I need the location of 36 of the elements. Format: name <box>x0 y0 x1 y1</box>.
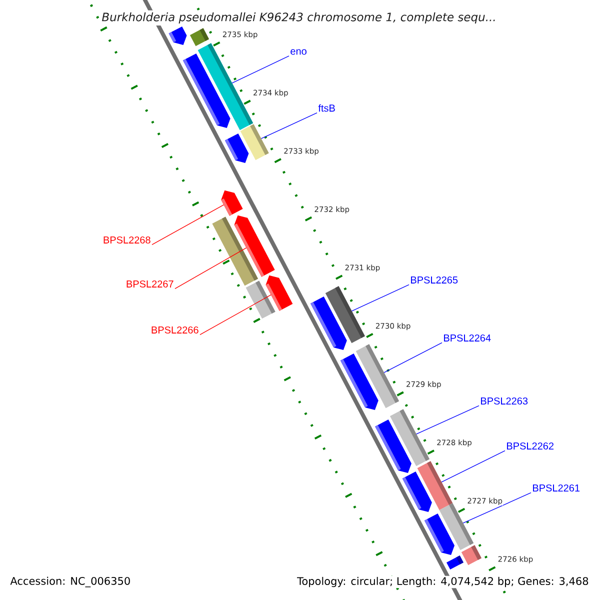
gene-feature <box>402 471 432 512</box>
gene-label: BPSL2261 <box>533 484 580 492</box>
gene-feature <box>375 419 412 473</box>
leader-line <box>260 112 318 139</box>
gene-label: BPSL2268 <box>104 236 150 244</box>
gene-label: BPSL2267 <box>126 280 174 288</box>
gene-feature <box>310 296 347 350</box>
gene-label: BPSL2263 <box>481 397 528 405</box>
leader-line <box>200 294 272 336</box>
gene-feature <box>424 513 455 555</box>
gene-feature <box>190 28 209 46</box>
leader-line <box>462 492 532 524</box>
leader-line <box>384 342 442 373</box>
sequence-info-text: Topology: circular; Length: 4,074,542 bp; Genes: 3,468 <box>296 576 590 588</box>
gene-label: BPSL2266 <box>152 326 198 334</box>
leader-line <box>416 405 480 434</box>
gene-feature <box>182 53 230 128</box>
gene-label: ftsB <box>318 104 335 112</box>
gene-feature <box>212 216 258 286</box>
gene-feature <box>446 555 464 570</box>
leader-line <box>351 284 410 312</box>
title: Burkholderia pseudomallei K96243 chromosome 1, complete sequ... <box>100 10 498 26</box>
gene-label: eno <box>290 49 306 55</box>
gene-feature <box>246 280 276 319</box>
leader-line <box>152 204 224 246</box>
gene-feature <box>168 26 187 45</box>
gene-label: BPSL2265 <box>411 276 458 284</box>
gene-feature <box>461 545 482 566</box>
accession-text: Accession: NC_006350 <box>9 576 132 588</box>
leader-line <box>174 248 247 290</box>
gene-feature <box>224 133 249 163</box>
leader-line <box>232 56 290 84</box>
gene-feature <box>221 190 243 216</box>
gene-label: BPSL2264 <box>444 334 491 342</box>
gene-label: BPSL2262 <box>507 442 554 450</box>
gene-feature <box>340 353 378 410</box>
